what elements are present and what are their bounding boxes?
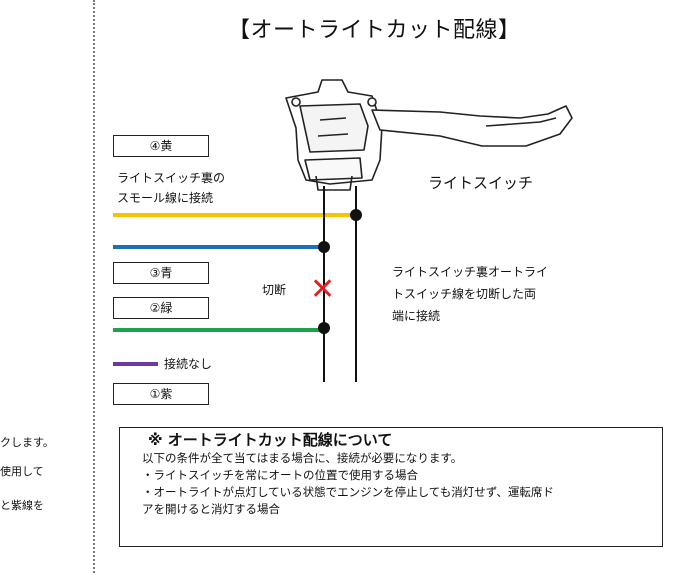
label-blue: ③青 — [113, 262, 209, 284]
auto-note-line3: 端に接続 — [392, 309, 441, 323]
note-line: アを開けると消灯する場合 — [142, 502, 280, 516]
page-divider — [93, 0, 95, 573]
blue-connection-dot — [318, 241, 330, 253]
note-line: ・オートライトが点灯している状態でエンジンを停止しても消灯せず、運転席ド — [142, 485, 554, 499]
note-title: ※ オートライトカット配線について — [148, 431, 393, 449]
left-cutoff-text-2: 使用して — [0, 465, 44, 478]
cut-label: 切断 — [262, 283, 287, 297]
note-line: 以下の条件が全て当てはまる場合に、接続が必要になります。 — [142, 451, 463, 465]
green-connection-dot — [318, 322, 330, 334]
yellow-connection-dot — [350, 209, 362, 221]
yellow-note-line2: スモール線に接続 — [117, 191, 214, 205]
no-connection-label: 接続なし — [164, 357, 213, 371]
left-cutoff-text-3: と紫線を — [0, 499, 44, 512]
switch-label: ライトスイッチ — [428, 174, 534, 192]
auto-note-line2: トスイッチ線を切断した両 — [392, 287, 537, 301]
diagram-title: 【オートライトカット配線】 — [228, 18, 521, 43]
cut-mark-icon: ✕ — [310, 272, 336, 307]
yellow-note-line1: ライトスイッチ裏の — [117, 171, 226, 185]
label-purple: ①紫 — [113, 383, 209, 405]
light-switch-illustration — [285, 79, 573, 191]
note-box: ※ オートライトカット配線について 以下の条件が全て当てはまる場合に、接続が必要… — [119, 427, 663, 547]
left-cutoff-text-1: クします。 — [0, 436, 54, 449]
note-line: ・ライトスイッチを常にオートの位置で使用する場合 — [142, 468, 418, 482]
label-yellow: ④黄 — [113, 135, 209, 157]
auto-note-line1: ライトスイッチ裏オートライ — [392, 265, 549, 279]
label-green: ②緑 — [113, 297, 209, 319]
